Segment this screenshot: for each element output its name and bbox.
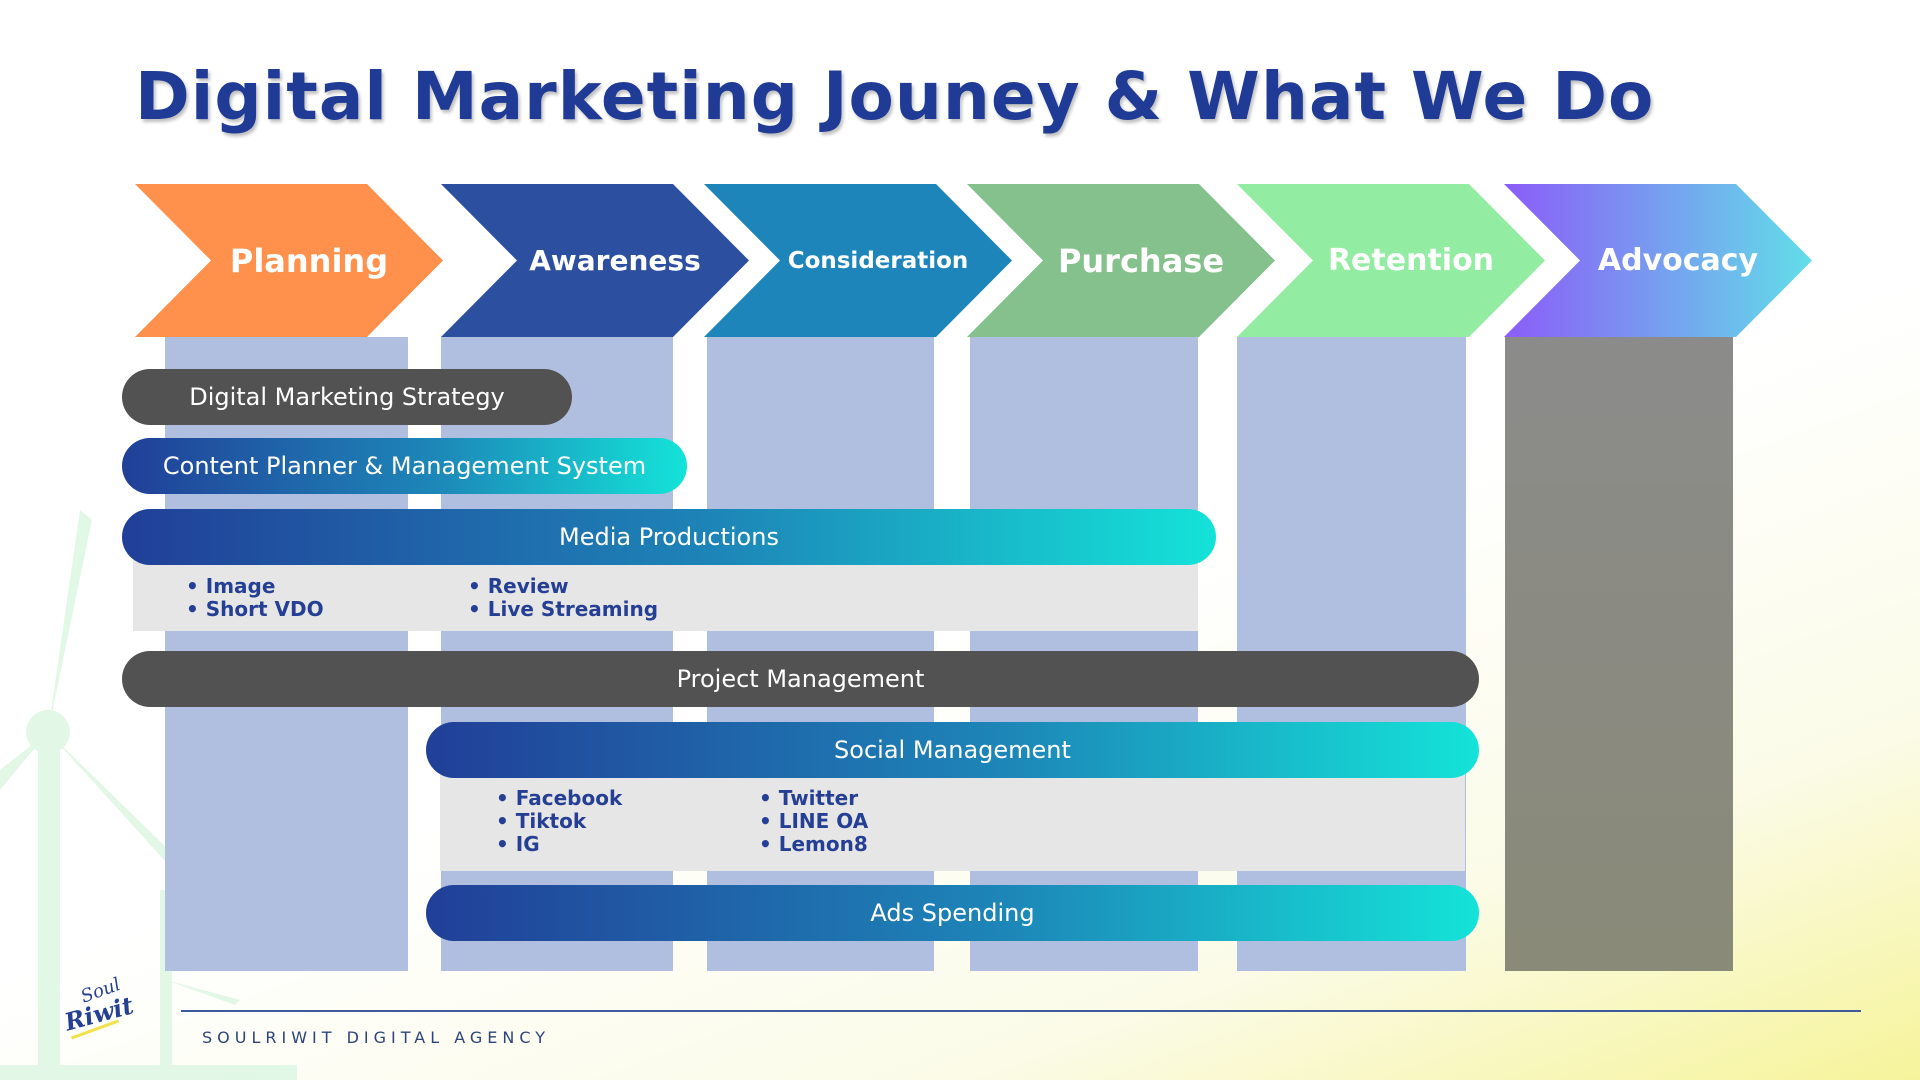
footer-agency-name: SOULRIWIT DIGITAL AGENCY: [202, 1028, 551, 1047]
list-item: Tiktok: [496, 810, 622, 833]
social-list-right: Twitter LINE OA Lemon8: [759, 787, 869, 856]
stage-planning: Planning: [135, 184, 443, 337]
column-advocacy: [1505, 337, 1733, 971]
list-item: Twitter: [759, 787, 868, 810]
stage-awareness: Awareness: [441, 184, 749, 337]
media-list-left: Image Short VDO: [186, 575, 324, 621]
list-item: Image: [186, 575, 324, 598]
social-list-left: Facebook Tiktok IG: [496, 787, 623, 856]
list-item: Facebook: [496, 787, 623, 810]
soulriwit-logo: Soul Riwit: [61, 974, 136, 1043]
list-item: IG: [496, 833, 622, 856]
bar-media-productions: Media Productions: [122, 509, 1216, 565]
stage-consideration: Consideration: [704, 184, 1012, 337]
media-list-right: Review Live Streaming: [468, 575, 658, 621]
footer-divider: [181, 1010, 1861, 1012]
page-title: Digital Marketing Jouney & What We Do: [135, 58, 1655, 135]
list-item: Live Streaming: [468, 598, 658, 621]
bar-content-planner: Content Planner & Management System: [122, 438, 687, 494]
stage-advocacy: Advocacy: [1504, 184, 1812, 337]
list-item: LINE OA: [759, 810, 869, 833]
stage-retention: Retention: [1237, 184, 1545, 337]
bar-social-management: Social Management: [426, 722, 1479, 778]
bar-digital-marketing-strategy: Digital Marketing Strategy: [122, 369, 572, 425]
list-item: Review: [468, 575, 658, 598]
bar-ads-spending: Ads Spending: [426, 885, 1479, 941]
stage-purchase: Purchase: [967, 184, 1275, 337]
bar-project-management: Project Management: [122, 651, 1479, 707]
list-item: Lemon8: [759, 833, 868, 856]
list-item: Short VDO: [186, 598, 324, 621]
